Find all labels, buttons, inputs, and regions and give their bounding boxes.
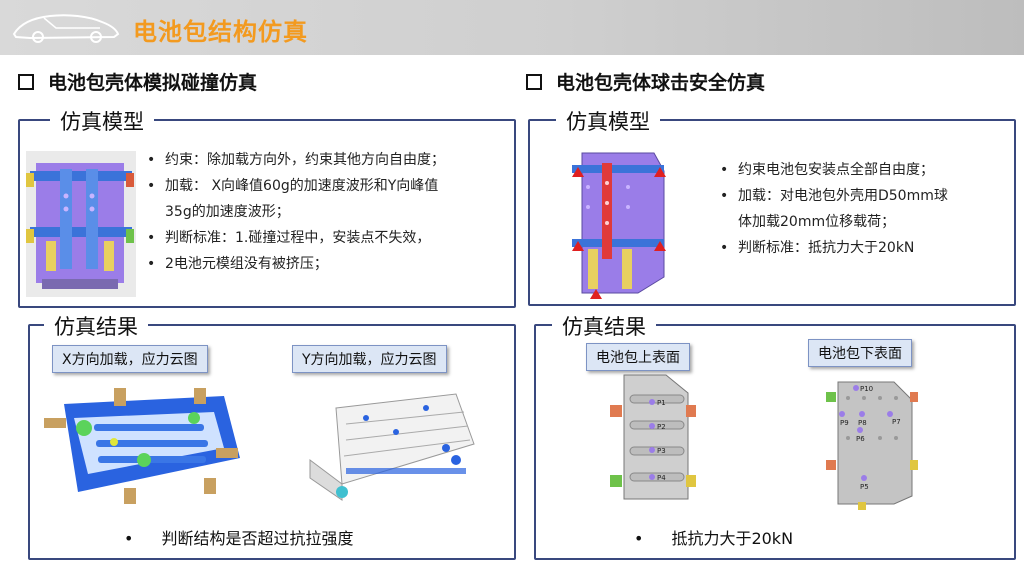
right-section-title: 电池包壳体球击安全仿真 bbox=[526, 68, 765, 95]
ball-impact-model-image bbox=[572, 152, 666, 299]
point-label: P4 bbox=[657, 474, 666, 482]
bottom-surface-tag: 电池包下表面 bbox=[808, 339, 912, 367]
x-direction-tag: X方向加载，应力云图 bbox=[52, 345, 208, 373]
bullet-dot: • bbox=[634, 529, 644, 548]
header-bar: 电池包结构仿真 bbox=[0, 0, 1024, 55]
left-result-note: • 判断结构是否超过抗拉强度 bbox=[124, 525, 353, 549]
square-bullet-icon bbox=[18, 73, 34, 90]
right-model-bullets: 约束电池包安装点全部自由度； 加载：对电池包外壳用D50mm球 体加载20mm位… bbox=[718, 157, 1008, 261]
list-item: 2电池元模组没有被挤压； bbox=[145, 251, 505, 277]
crash-model-image bbox=[26, 151, 136, 297]
list-item: 体加载20mm位移载荷； bbox=[738, 214, 896, 230]
car-outline-icon bbox=[12, 14, 120, 43]
top-surface-tag: 电池包上表面 bbox=[586, 343, 690, 371]
left-model-label: 仿真模型 bbox=[50, 106, 154, 136]
left-result-note-text: 判断结构是否超过抗拉强度 bbox=[161, 529, 354, 548]
list-item: 加载：对电池包外壳用D50mm球 bbox=[718, 183, 1008, 209]
point-label: P6 bbox=[856, 435, 865, 443]
point-label: P2 bbox=[657, 423, 666, 431]
right-result-panel: 仿真结果 电池包上表面 电池包下表面 P1 P2 P3 P4 P10 P9 bbox=[534, 311, 1016, 560]
left-model-bullets: 约束：除加载方向外，约束其他方向自由度； 加载： X向峰值60g的加速度波形和Y… bbox=[145, 147, 505, 277]
y-direction-tag: Y方向加载，应力云图 bbox=[292, 345, 447, 373]
point-label: P10 bbox=[860, 385, 873, 393]
left-result-panel: 仿真结果 X方向加载，应力云图 Y方向加载，应力云图 • 判断结构是否超过抗拉强度 bbox=[28, 311, 516, 560]
x-stress-contour-image bbox=[44, 388, 240, 504]
right-model-label: 仿真模型 bbox=[556, 106, 660, 136]
list-item: 35g的加速度波形； bbox=[165, 204, 290, 220]
right-result-note: • 抵抗力大于20kN bbox=[634, 525, 793, 549]
point-label: P8 bbox=[858, 419, 867, 427]
list-item: 约束：除加载方向外，约束其他方向自由度； bbox=[145, 147, 505, 173]
bullet-dot: • bbox=[124, 529, 134, 548]
bottom-surface-image: P10 P9 P8 P7 P6 P5 bbox=[826, 381, 918, 510]
list-item: 判断标准：1.碰撞过程中，安装点不失效， bbox=[145, 225, 505, 251]
point-label: P3 bbox=[657, 447, 666, 455]
right-section-title-text: 电池包壳体球击安全仿真 bbox=[556, 72, 766, 94]
page-title: 电池包结构仿真 bbox=[133, 18, 308, 46]
left-result-label: 仿真结果 bbox=[44, 311, 148, 341]
point-label: P5 bbox=[860, 483, 869, 491]
left-section-title-text: 电池包壳体模拟碰撞仿真 bbox=[48, 72, 258, 94]
left-model-panel: 仿真模型 约束：除加载方向外，约束其他方向自由度； 加载： X向峰值60g的加速… bbox=[18, 106, 516, 308]
list-item: 约束电池包安装点全部自由度； bbox=[718, 157, 1008, 183]
point-label: P7 bbox=[892, 418, 901, 426]
point-label: P1 bbox=[657, 399, 666, 407]
top-surface-image: P1 P2 P3 P4 bbox=[610, 374, 696, 500]
right-model-panel: 仿真模型 约束电池包安装点全部自由度； 加载：对电池包外壳用D50mm球 体加载… bbox=[528, 106, 1016, 306]
right-result-label: 仿真结果 bbox=[552, 311, 656, 341]
y-stress-contour-image bbox=[309, 393, 475, 501]
point-label: P9 bbox=[840, 419, 849, 427]
list-item: 判断标准：抵抗力大于20kN bbox=[718, 235, 1008, 261]
left-section-title: 电池包壳体模拟碰撞仿真 bbox=[18, 68, 257, 95]
square-bullet-icon bbox=[526, 73, 542, 90]
right-result-note-text: 抵抗力大于20kN bbox=[671, 529, 794, 548]
list-item: 加载： X向峰值60g的加速度波形和Y向峰值 bbox=[145, 173, 505, 199]
